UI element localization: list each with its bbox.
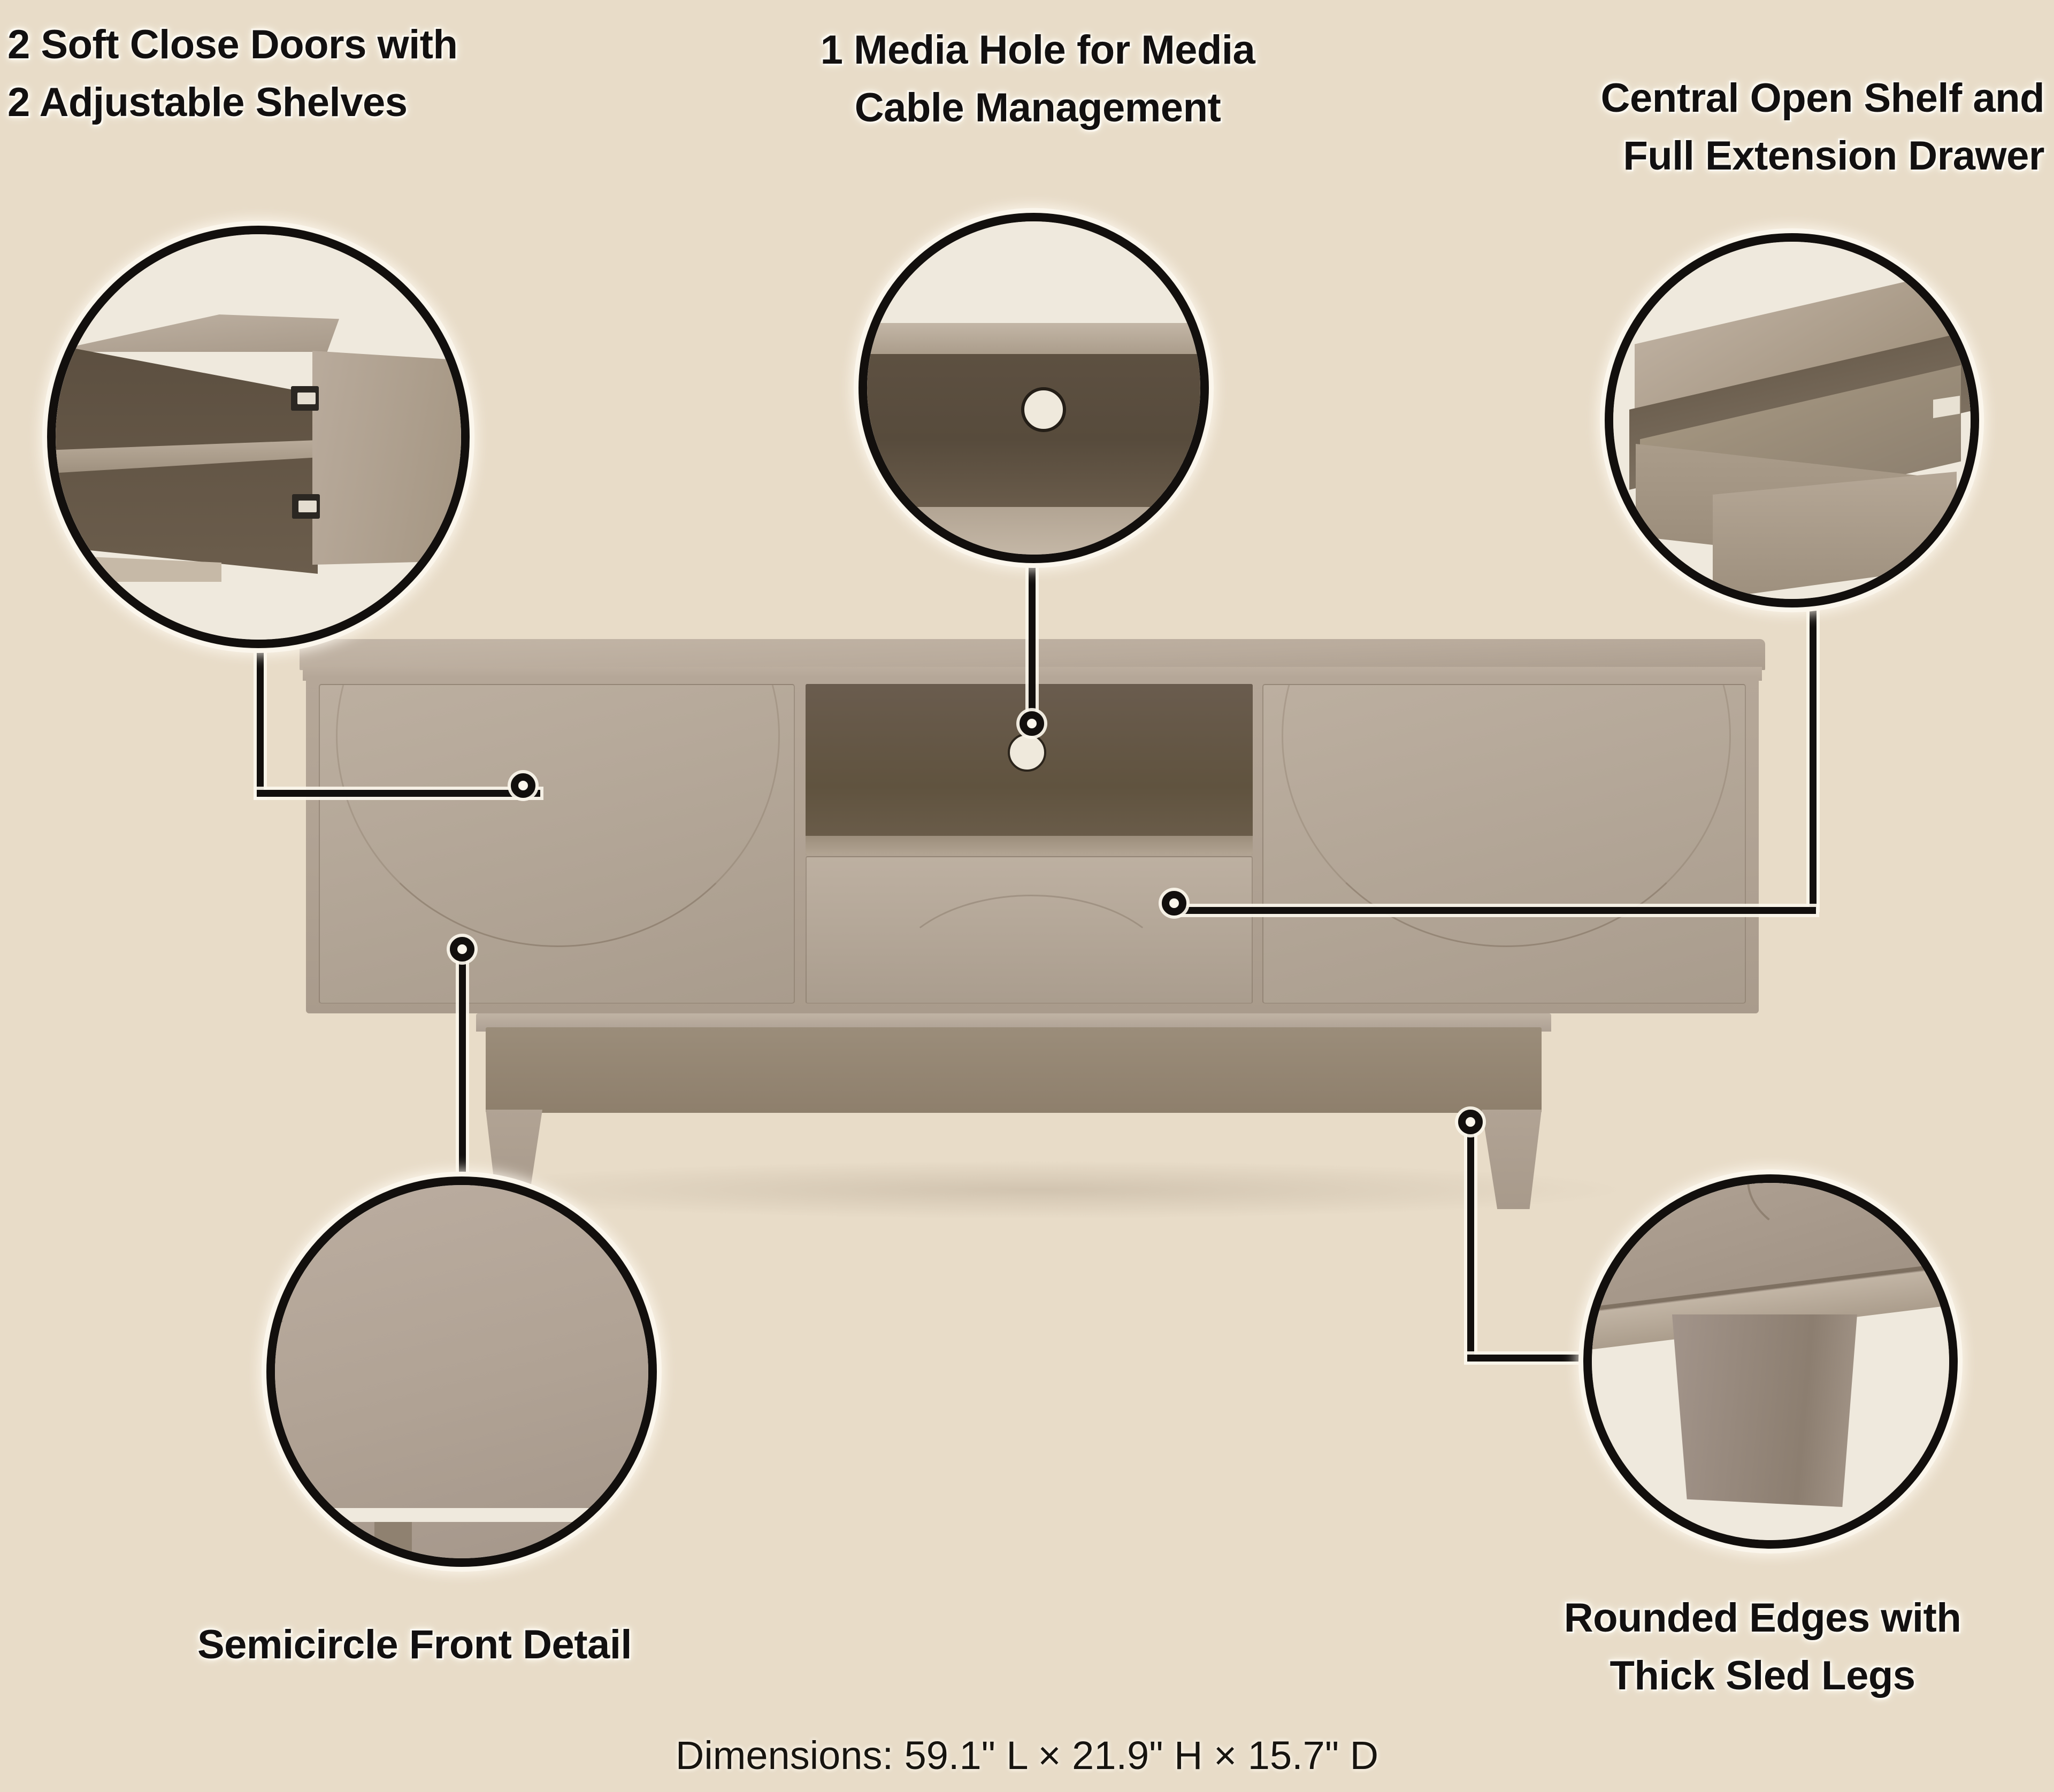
callout-label-semicircle: Semicircle Front Detail <box>59 1616 770 1674</box>
callout-label-shelf-drawer: Central Open Shelf and Full Extension Dr… <box>1600 70 2045 185</box>
shelf-floor-icon <box>867 507 1200 555</box>
leader-line-media-hole-vertical <box>1029 562 1036 727</box>
callout-label-line: Semicircle Front Detail <box>197 1622 632 1667</box>
callout-dot-sled-legs <box>1458 1110 1483 1134</box>
detail-circle-sled-legs <box>1583 1174 1958 1549</box>
callout-dot-doors-shelves <box>511 773 535 798</box>
dimensions-text: Dimensions: 59.1" L × 21.9" H × 15.7" D <box>675 1733 1379 1778</box>
callout-dot-shelf-drawer <box>1162 891 1186 916</box>
leader-line-semicircle-vertical <box>459 953 466 1188</box>
media-hole-icon <box>1021 387 1066 432</box>
center-drawer[interactable] <box>806 856 1253 1004</box>
callout-label-doors-shelves: 2 Soft Close Doors with 2 Adjustable She… <box>7 16 458 132</box>
left-cabinet-door[interactable] <box>319 684 795 1004</box>
base-stretcher <box>486 1027 1542 1113</box>
right-cabinet-door[interactable] <box>1262 684 1746 1004</box>
leg-behind-icon <box>374 1522 412 1558</box>
media-cable-hole <box>1008 733 1046 772</box>
leader-line-sled-legs-vertical <box>1467 1126 1474 1361</box>
leader-line-sled-legs-horizontal <box>1467 1355 1612 1362</box>
leader-line-doors-shelves-horizontal <box>257 790 540 797</box>
callout-label-line: Rounded Edges with <box>1564 1595 1961 1641</box>
callout-label-line: Full Extension Drawer <box>1623 133 2044 179</box>
cabinet-door-icon <box>312 351 461 565</box>
detail-circle-doors-shelves <box>47 226 470 648</box>
callout-dot-media-hole <box>1020 711 1044 736</box>
callout-label-media-hole: 1 Media Hole for Media Cable Management <box>727 21 1348 137</box>
callout-dot-semicircle <box>450 937 474 962</box>
leader-line-shelf-drawer-horizontal <box>1174 907 1816 914</box>
door-hinge-bottom-pin-icon <box>298 501 317 512</box>
open-shelf-floor <box>806 836 1253 855</box>
back-panel-icon <box>867 354 1200 509</box>
callout-label-line: Thick Sled Legs <box>1610 1652 1915 1698</box>
detail-circle-semicircle <box>266 1176 657 1567</box>
leader-line-doors-shelves-vertical <box>257 620 264 797</box>
callout-label-line: 1 Media Hole for Media <box>820 27 1255 73</box>
shelf-ledge-icon <box>867 323 1200 356</box>
detail-circle-shelf-drawer <box>1605 233 1979 607</box>
left-door-semicircle-arc <box>336 685 780 947</box>
detail-circle-media-hole <box>859 213 1209 563</box>
callout-label-line: Central Open Shelf and <box>1600 75 2045 121</box>
callout-label-line: Cable Management <box>854 84 1221 130</box>
leader-line-shelf-drawer-vertical <box>1810 604 1817 909</box>
drawer-semicircle-arc <box>887 895 1176 1003</box>
callout-label-sled-legs: Rounded Edges with Thick Sled Legs <box>1482 1589 2043 1705</box>
door-hinge-top-pin-icon <box>297 393 316 404</box>
callout-label-line: 2 Adjustable Shelves <box>7 79 408 125</box>
thick-sled-leg-icon <box>1672 1314 1857 1507</box>
callout-label-line: 2 Soft Close Doors with <box>7 22 458 67</box>
door-bottom-gap-icon <box>275 1508 648 1522</box>
